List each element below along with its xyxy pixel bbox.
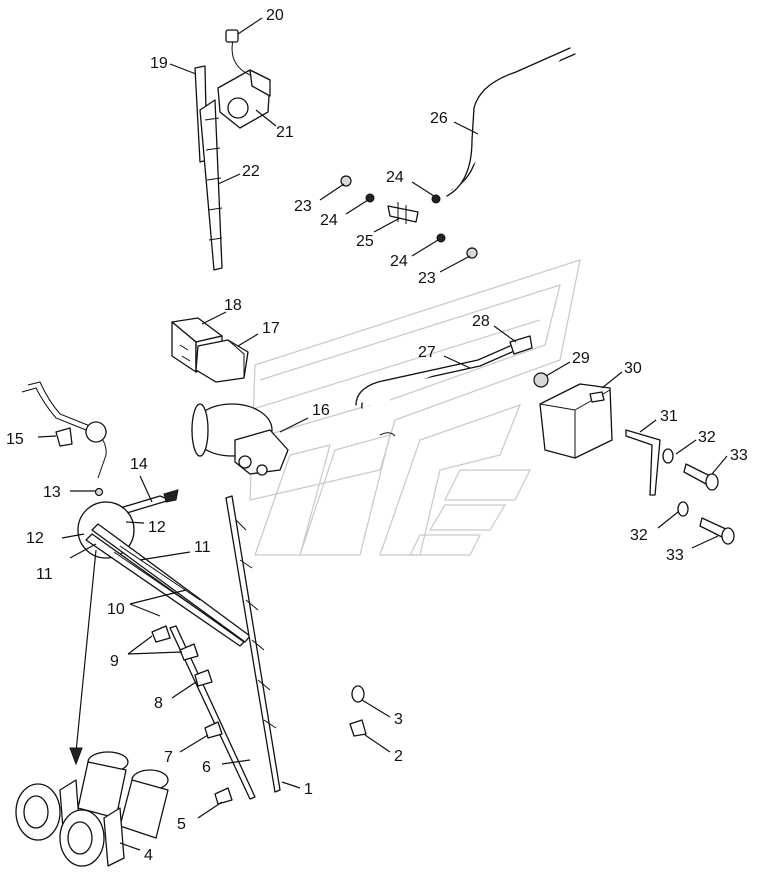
callout-24-top: 24 — [386, 169, 404, 186]
callout-3: 3 — [394, 711, 403, 728]
callout-12-right: 12 — [148, 519, 166, 536]
callout-22: 22 — [242, 163, 260, 180]
pump-hose-assembly — [355, 335, 533, 437]
callout-6: 6 — [202, 759, 211, 776]
callout-33-top: 33 — [730, 447, 748, 464]
callout-24-bottom: 24 — [390, 253, 408, 270]
callout-25: 25 — [356, 233, 374, 250]
callout-20: 20 — [266, 7, 284, 24]
callout-32-bottom: 32 — [630, 527, 648, 544]
callout-11-left: 11 — [36, 566, 53, 583]
callout-10: 10 — [107, 601, 125, 618]
upper-wiper-assembly — [194, 29, 271, 271]
callout-18: 18 — [224, 297, 242, 314]
callout-4: 4 — [144, 847, 153, 864]
callout-labels: 1 2 3 4 5 6 7 8 9 10 11 11 12 12 13 14 1… — [6, 7, 748, 864]
callout-13: 13 — [43, 484, 61, 501]
wiper-pivot-assembly — [15, 751, 169, 867]
callout-26: 26 — [430, 110, 448, 127]
leader-lines — [37, 17, 728, 851]
callout-2: 2 — [394, 748, 403, 765]
callout-23-bottom: 23 — [418, 270, 436, 287]
callout-16: 16 — [312, 402, 330, 419]
callout-5: 5 — [177, 816, 186, 833]
clip-parts — [151, 625, 367, 805]
callout-33-bottom: 33 — [666, 547, 684, 564]
callout-14: 14 — [130, 456, 148, 473]
washer-reservoir-assembly — [533, 372, 735, 545]
watermark-logo — [249, 259, 581, 556]
callout-28: 28 — [472, 313, 490, 330]
callout-15: 15 — [6, 431, 24, 448]
callout-8: 8 — [154, 695, 163, 712]
callout-21: 21 — [276, 124, 294, 141]
callout-11-right: 11 — [194, 539, 211, 556]
callout-17: 17 — [262, 320, 280, 337]
callout-29: 29 — [572, 350, 590, 367]
callout-32-top: 32 — [698, 429, 716, 446]
callout-30: 30 — [624, 360, 642, 377]
callout-1: 1 — [304, 781, 313, 798]
washer-pump — [191, 403, 289, 476]
wiper-arm-assembly — [69, 495, 281, 800]
callout-31: 31 — [660, 408, 678, 425]
relay-assembly — [171, 317, 249, 383]
callout-23-top: 23 — [294, 198, 312, 215]
callout-9: 9 — [110, 653, 119, 670]
callout-19: 19 — [150, 55, 168, 72]
callout-7: 7 — [164, 749, 173, 766]
washer-nozzle-assembly — [340, 47, 576, 259]
callout-12-left: 12 — [26, 530, 44, 547]
callout-24-left: 24 — [320, 212, 338, 229]
callout-27: 27 — [418, 344, 436, 361]
